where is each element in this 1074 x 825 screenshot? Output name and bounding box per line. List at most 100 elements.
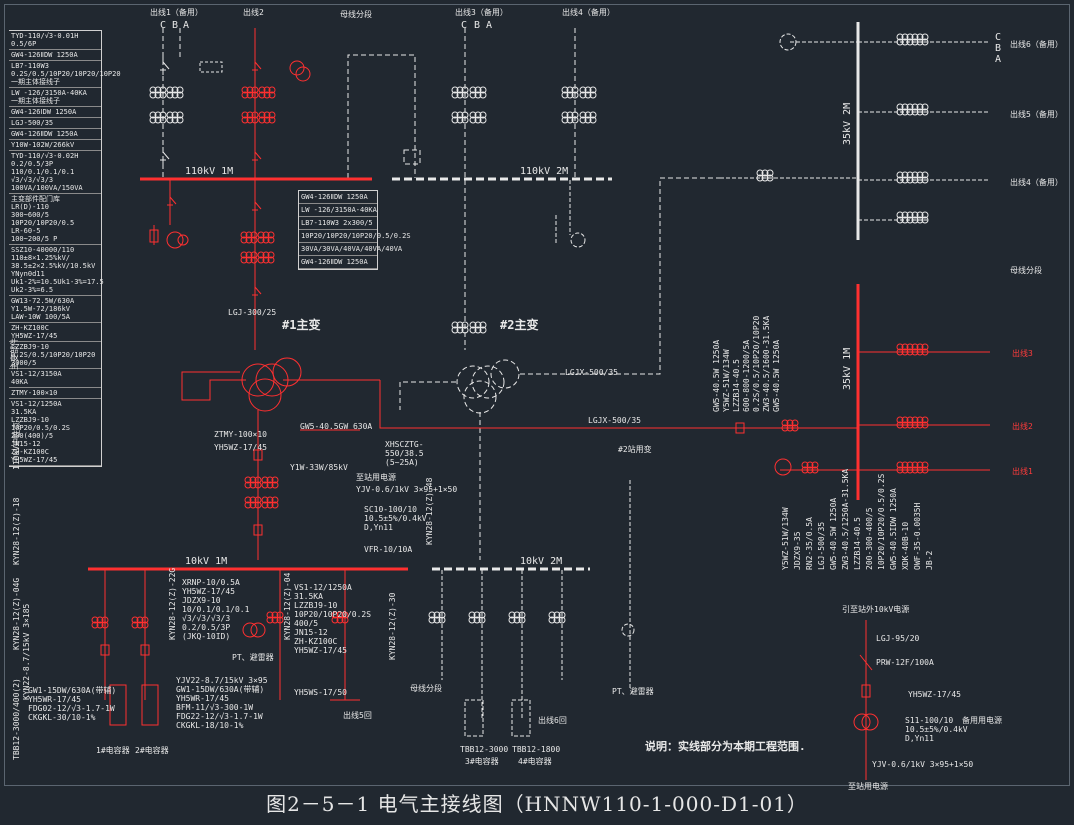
out6-35-label: 出线6（备用）: [1010, 40, 1063, 49]
spec-table-row: 30VA/30VA/40VA/40VA/40VA: [299, 243, 402, 256]
legend-row: TYD-110/√3-0.02H 0.2/0.5/3P 110/0.1/0.1/…: [9, 151, 101, 194]
spec-table-row: 10P20/10P20/10P20/0.5/0.2S: [299, 230, 411, 243]
phase-b-35: B: [995, 43, 1002, 54]
bus-35-1m-label: 35kV 1M: [842, 347, 853, 390]
t1-label: #1主变: [282, 318, 321, 332]
top-feeder-1: 出线1（备用）: [150, 8, 203, 17]
yh5wz-label: YH5WZ-17/45: [214, 443, 267, 452]
spec-35-left: GW5-40.5W 1250A Y5WZ-51W/134W LZZBJ4-40.…: [712, 315, 781, 412]
ext10-label: 引至站外10kV电源: [842, 605, 910, 614]
side-label-c: KYN28-12(Z)-18: [12, 497, 21, 565]
kyn-a-label: KYN28-12(Z)-48: [425, 477, 434, 545]
spec-table-row: GW4-126ⅡDW 1250A: [299, 191, 377, 204]
cap-spec-right: GW1-15DW/630A(带辅) YH5WR-17/45 FDG02-12/√…: [28, 686, 117, 722]
bays-10-1m: [91, 570, 360, 726]
bays-10-2m: [428, 480, 635, 737]
kyn-c-label: KYN28-12(Z)-04: [283, 572, 292, 640]
yjv1-label: YJV-0.6/1kV 3×95+1×50: [356, 485, 458, 494]
phase-a-35: A: [995, 54, 1002, 65]
legend-row: Y10W-102W/266kV: [9, 140, 101, 151]
spec-table-row: LW -126/3150A-40KA: [299, 204, 377, 217]
legend-row: VS1-12/1250A 31.5KA LZZBJ9-10 10P20/0.5/…: [9, 399, 101, 466]
cap3-label: 3#电容器: [465, 757, 499, 766]
cap-spec-left: YJV22-8.7/15kV 3×95 GW1-15DW/630A(带辅) YH…: [176, 676, 268, 730]
lgjx500-a-label: LGJX-500/35: [565, 368, 618, 377]
side-label-d: KYN28-12(Z)-04G: [12, 577, 21, 650]
pt-110-1: [149, 180, 189, 249]
bay-110-f2: [241, 28, 311, 178]
feeders-35-1m: [774, 343, 990, 476]
yjv2-label: YJV-0.6/1kV 3×95+1×50: [872, 760, 974, 769]
legend-row: ZTMY-100×10: [9, 388, 101, 399]
out6-label: 出线6回: [538, 716, 567, 725]
zhanyong2-label: 至站用电源: [848, 782, 888, 791]
legend-row: GW4-126ⅡDW 1250A: [9, 129, 101, 140]
xrnp-label: XRNP-10/0.5A YH5WZ-17/45 JDZX9-10 10/0.1…: [182, 578, 250, 641]
spec-table-row: GW4-126ⅡDW 1250A: [299, 256, 377, 269]
cap4-label: 4#电容器: [518, 757, 552, 766]
bus-10-1m-label: 10kV 1M: [185, 556, 228, 567]
side-label-a: 主变部件: [10, 338, 19, 370]
lgj95-label: LGJ-95/20: [876, 634, 920, 643]
legend-row: VS1-12/3150A 40KA: [9, 369, 101, 388]
bay-110-f1: [149, 28, 223, 178]
tbb1-label: TBB12-3000: [460, 745, 509, 754]
figure-caption: 图2－5－1 电气主接线图（HNNW110-1-000-D1-01）: [266, 792, 808, 816]
legend-row: GW13-72.5W/630A Y1.5W-72/186kV LAW-10W 1…: [9, 296, 101, 323]
zhanyong-label: 至站用电源: [356, 473, 396, 482]
top-bus-section: 母线分段: [340, 10, 372, 19]
top-feeder-3: 出线3（备用）: [455, 8, 508, 17]
legend-row: LZZBJ9-10 0.2S/0.5/10P20/10P20 3000/5: [9, 342, 101, 369]
vs1b-label: VS1-12/1250A 31.5KA LZZBJ9-10 10P20/10P2…: [294, 583, 372, 655]
legend-row: SSZ10-40000/110 110±8×1.25%kV/ 38.5±2×2.…: [9, 246, 104, 296]
legend-row: LGJ-500/35: [9, 118, 101, 129]
yh5ws-label: YH5WS-17/50: [294, 688, 347, 697]
legend-row: LW -126/3150A-40KA 一期主体接线子: [9, 88, 101, 107]
yh5wz2-label: YH5WZ-17/45: [908, 690, 961, 699]
lgj300-label: LGJ-300/25: [228, 308, 277, 317]
out5-35-label: 出线5（备用）: [1010, 110, 1063, 119]
phase-c-1: C: [160, 20, 167, 31]
legend-row: LB7-110W3 0.2S/0.5/10P20/10P20/10P20 一期主…: [9, 62, 121, 88]
phase-a-1: A: [183, 20, 190, 31]
backup-label: 备用用电源: [962, 716, 1002, 725]
xhsc-label: XHSCZTG- 550/38.5 (5~25A): [385, 440, 424, 467]
out4-35-label: 出线4（备用）: [1010, 178, 1063, 187]
legend-row: TYD-110/√3-0.01H 0.5/6P: [9, 31, 101, 50]
bus-110-1m-label: 110kV 1M: [185, 166, 234, 177]
legend-row: GW4-126ⅠDW 1250A: [9, 107, 101, 118]
cap2-label: 2#电容器: [135, 746, 169, 755]
kyn-b-label: KYN28-12(Z)-22G: [168, 567, 177, 640]
pt1-label: PT、避雷器: [232, 653, 274, 662]
top-feeder-4: 出线4（备用）: [562, 8, 615, 17]
side-label-f: TBB12-3000/400(2): [12, 678, 21, 760]
sc10-label: SC10-100/10 10.5±5%/0.4kV D,Yn11: [364, 505, 427, 532]
out3-35-label: 出线3: [1012, 349, 1033, 358]
spec-table-row: LB7-110W3 2x300/5: [299, 217, 377, 230]
station-supply: [853, 620, 879, 780]
bay-110-f4: [561, 28, 597, 178]
out5-label: 出线5回: [343, 711, 372, 720]
vfr-label: VFR-10/10A: [364, 545, 413, 554]
bus-section-35-label: 母线分段: [1010, 266, 1042, 275]
feeders-35-2m: [720, 33, 990, 224]
top-feeder-2: 出线2: [243, 8, 264, 17]
bus-35-2m-label: 35kV 2M: [842, 102, 853, 145]
spec-35-right: Y5WZ-51W/134W JDZX9-35 RN2-35/0.5A LGJ-5…: [781, 468, 934, 570]
out1-35-label: 出线1: [1012, 467, 1033, 476]
phase-b-3: B: [474, 20, 481, 31]
bus-110-2m-label: 110kV 2M: [520, 166, 569, 177]
bay-110-t1: [181, 180, 381, 560]
prw-label: PRW-12F/100A: [876, 658, 934, 667]
bus-section-10-label: 母线分段: [410, 684, 442, 693]
s11-label: S11-100/10 10.5±5%/0.4kV D,Yn11: [905, 716, 968, 743]
bay-110-f3: [451, 28, 487, 178]
side-label-b: 110kV中性点: [12, 421, 21, 470]
pt-110-2: [555, 180, 586, 248]
t2-label: #2主变: [500, 318, 539, 332]
gw5-label: GW5-40.5GW 630A: [300, 422, 373, 431]
legend-row: 主变部件配门库 LR(D)-110 300~600/5 10P20/10P20/…: [9, 194, 101, 245]
side-label-e: KYN22-8.7/15kV 3×185: [22, 603, 31, 700]
